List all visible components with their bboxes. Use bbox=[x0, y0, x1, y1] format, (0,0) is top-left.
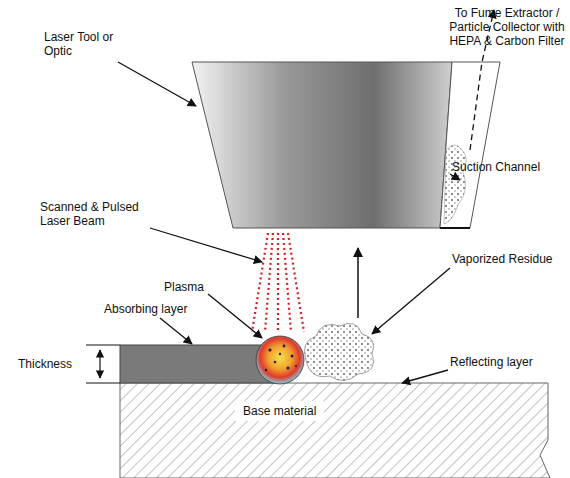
material-region: Base material bbox=[235, 401, 324, 421]
dimension-label: Thickness bbox=[18, 357, 82, 371]
tool-label: Laser Tool or Optic bbox=[44, 30, 124, 58]
layer-label: Reflecting layer bbox=[450, 355, 560, 369]
residue-label: Vaporized Residue bbox=[452, 252, 562, 266]
beam-label: Scanned & Pulsed Laser Beam bbox=[40, 200, 150, 228]
layer-label: Absorbing layer bbox=[104, 302, 204, 316]
fume-extractor-label: To Fume Extractor / Particle Collector w… bbox=[448, 6, 566, 48]
channel-label: Suction Channel bbox=[452, 160, 552, 174]
region-name: Base material bbox=[243, 404, 316, 418]
plasma-label: Plasma bbox=[164, 280, 224, 294]
